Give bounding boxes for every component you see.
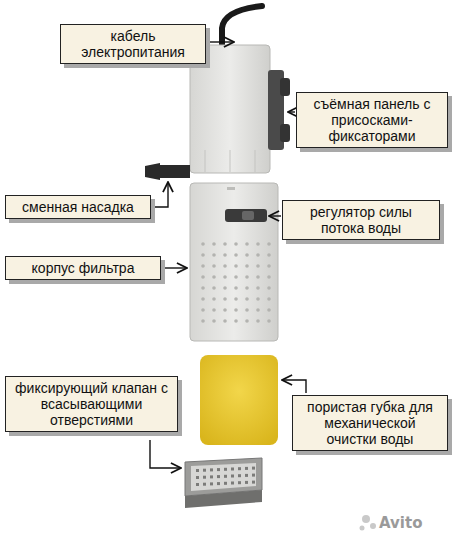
callout-text: фиксирующий клапан с всасывающими отверс… <box>12 380 171 428</box>
callout-text: сменная насадка <box>12 199 144 215</box>
callout-box: фиксирующий клапан с всасывающими отверс… <box>5 376 178 432</box>
callout-box: съёмная панель с присосками-фиксаторами <box>296 92 448 148</box>
callout-box: сменная насадка <box>5 195 151 219</box>
callout-box: регулятор силы потока воды <box>282 200 440 240</box>
callout-text: корпус фильтра <box>12 260 154 276</box>
callout-box: корпус фильтра <box>5 256 161 280</box>
callout-box: пористая губка для механической очистки … <box>292 395 448 451</box>
callout-text: съёмная панель с присосками-фиксаторами <box>303 96 441 144</box>
watermark: Avito <box>379 514 422 532</box>
callout-text: регулятор силы потока воды <box>289 204 433 236</box>
callout-text: пористая губка для механической очистки … <box>299 399 441 447</box>
callout-box: кабель электропитания <box>60 24 206 64</box>
callout-text: кабель электропитания <box>67 28 199 60</box>
